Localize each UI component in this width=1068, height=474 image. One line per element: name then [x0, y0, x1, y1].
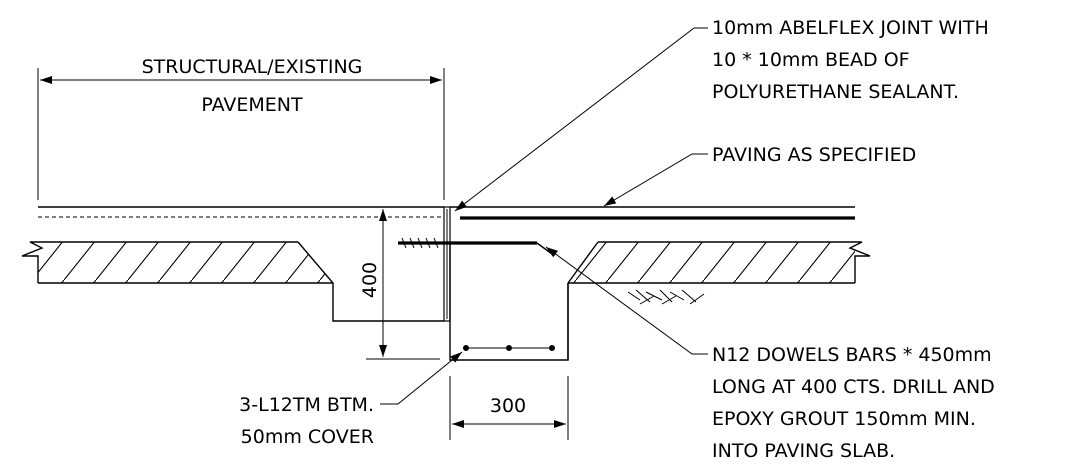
paving-slab: [450, 206, 871, 305]
leader-abelflex: [454, 27, 708, 212]
abelflex-label-1: 10mm ABELFLEX JOINT WITH: [712, 17, 989, 39]
leader-paving: [603, 153, 708, 207]
edge-beam: [449, 243, 569, 361]
dowels-label-3: EPOXY GROUT 150mm MIN.: [712, 408, 976, 430]
btm-label-2: 50mm COVER: [241, 426, 374, 448]
dowels-label-1: N12 DOWELS BARS * 450mm: [712, 344, 992, 366]
dim-400-label: 400: [359, 262, 381, 298]
dowels-label-2: LONG AT 400 CTS. DRILL AND: [712, 376, 995, 398]
existing-pavement: [21, 206, 444, 322]
dowels-label-4: INTO PAVING SLAB.: [712, 440, 895, 462]
dim-existing-width: [37, 68, 445, 200]
dowel-bar: [398, 237, 553, 255]
abelflex-joint: [443, 206, 451, 322]
existing-pavement-label-1: STRUCTURAL/EXISTING: [142, 56, 363, 78]
dim-width-300: [449, 376, 569, 440]
leader-dowels: [545, 246, 708, 355]
paving-label: PAVING AS SPECIFIED: [712, 144, 916, 166]
existing-pavement-label-2: PAVEMENT: [201, 94, 303, 116]
leader-bottom-bars: [380, 351, 463, 405]
abelflex-label-3: POLYURETHANE SEALANT.: [712, 81, 959, 103]
abelflex-label-2: 10 * 10mm BEAD OF: [712, 49, 910, 71]
dim-depth-400: [366, 209, 440, 360]
dim-300-label: 300: [490, 395, 526, 417]
btm-label-1: 3-L12TM BTM.: [239, 394, 374, 416]
